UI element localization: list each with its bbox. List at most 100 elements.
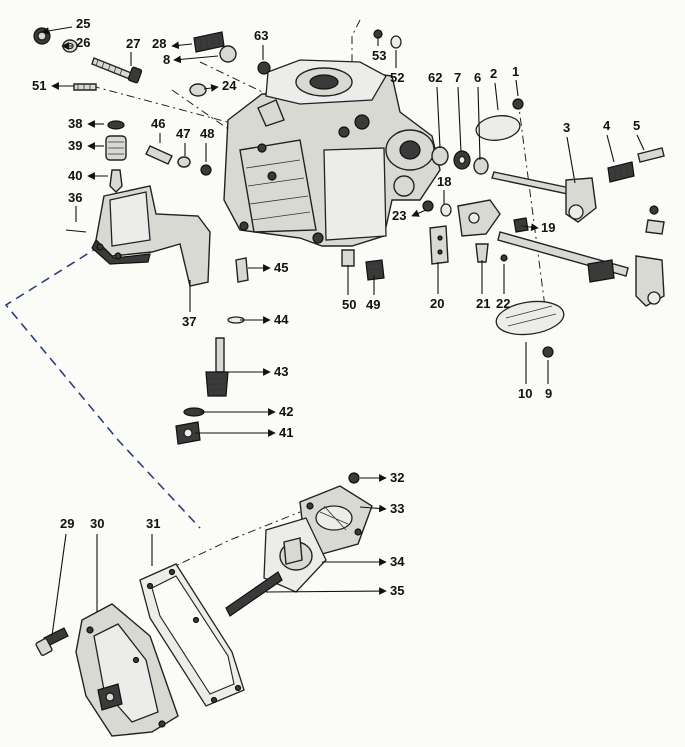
jet-63 xyxy=(257,61,271,75)
callout-label-22: 22 xyxy=(496,296,510,311)
callout-leader-2 xyxy=(494,82,499,111)
screw-27 xyxy=(91,57,143,84)
callout-label-25: 25 xyxy=(76,16,90,31)
callout-label-5: 5 xyxy=(633,118,640,133)
callout-leader-6 xyxy=(477,86,481,161)
pump-parts-46-47-48 xyxy=(145,145,212,176)
callout-label-44: 44 xyxy=(274,312,289,327)
callout-label-50: 50 xyxy=(342,297,356,312)
callout-label-3: 3 xyxy=(563,120,570,135)
callout-leader-33 xyxy=(359,504,387,513)
screw-25 xyxy=(33,27,51,45)
callout-leader-29 xyxy=(51,533,67,637)
bowl-cover-30 xyxy=(75,603,179,737)
screw-51 xyxy=(73,83,97,91)
callout-label-4: 4 xyxy=(603,118,611,133)
spring-28 xyxy=(193,31,225,53)
callout-label-39: 39 xyxy=(68,138,82,153)
needle-valve-seat-39 xyxy=(105,135,127,161)
callout-label-6: 6 xyxy=(474,70,481,85)
throttle-axis-line xyxy=(517,99,549,331)
callout-leader-19 xyxy=(521,223,539,231)
callout-label-7: 7 xyxy=(454,70,461,85)
callout-label-28: 28 xyxy=(152,36,166,51)
choke-plate-2 xyxy=(475,115,521,141)
callout-label-43: 43 xyxy=(274,364,288,379)
callout-label-24: 24 xyxy=(222,78,237,93)
callout-label-52: 52 xyxy=(390,70,404,85)
callout-label-45: 45 xyxy=(274,260,288,275)
gasket-38 xyxy=(107,120,125,130)
float-pin-36 xyxy=(65,229,87,233)
diaphragm-34 xyxy=(263,517,327,593)
callout-leader-1 xyxy=(515,79,519,97)
callout-label-1: 1 xyxy=(512,64,519,79)
float-assembly xyxy=(91,185,211,287)
callout-label-40: 40 xyxy=(68,168,82,183)
callout-leader-28 xyxy=(171,41,193,50)
callout-label-48: 48 xyxy=(200,126,214,141)
choke-shaft-group xyxy=(431,98,665,223)
callout-label-34: 34 xyxy=(390,554,405,569)
callout-label-49: 49 xyxy=(366,297,380,312)
jet-stack xyxy=(175,257,249,445)
callout-label-19: 19 xyxy=(541,220,555,235)
jets-49-50 xyxy=(341,249,385,281)
callout-label-46: 46 xyxy=(151,116,165,131)
screw-29 xyxy=(35,627,69,656)
callout-label-27: 27 xyxy=(126,36,140,51)
callout-leader-4 xyxy=(606,134,615,163)
callout-leader-23 xyxy=(411,209,427,217)
needle-valve-40 xyxy=(109,169,123,193)
washer-52 xyxy=(390,35,402,49)
callout-label-2: 2 xyxy=(490,66,497,81)
callout-label-42: 42 xyxy=(279,404,293,419)
callout-label-33: 33 xyxy=(390,501,404,516)
callout-label-38: 38 xyxy=(68,116,82,131)
callout-leader-24 xyxy=(203,84,219,92)
callout-label-21: 21 xyxy=(476,296,490,311)
plug-8 xyxy=(219,45,237,63)
callout-label-23: 23 xyxy=(392,208,406,223)
callout-label-20: 20 xyxy=(430,296,444,311)
callout-label-41: 41 xyxy=(279,425,293,440)
callout-label-10: 10 xyxy=(518,386,532,401)
throttle-plate-10 xyxy=(495,300,565,336)
callout-label-35: 35 xyxy=(390,583,404,598)
assembly-dashed-guide xyxy=(4,245,201,529)
callout-label-62: 62 xyxy=(428,70,442,85)
callout-label-51: 51 xyxy=(32,78,46,93)
spring-35 xyxy=(225,571,283,617)
callout-label-29: 29 xyxy=(60,516,74,531)
callout-label-26: 26 xyxy=(76,35,90,50)
callout-label-18: 18 xyxy=(437,174,451,189)
callout-label-9: 9 xyxy=(545,386,552,401)
callout-leader-62 xyxy=(436,86,441,149)
callout-leader-5 xyxy=(636,134,645,151)
callout-leader-7 xyxy=(457,86,462,153)
callout-label-36: 36 xyxy=(68,190,82,205)
callout-leader-35 xyxy=(265,587,387,595)
callout-leader-3 xyxy=(566,136,576,184)
plug-24 xyxy=(189,83,207,97)
callout-label-8: 8 xyxy=(163,52,170,67)
callout-label-47: 47 xyxy=(176,126,190,141)
linkage-parts xyxy=(422,199,529,265)
screw-32 xyxy=(348,472,360,484)
callout-label-31: 31 xyxy=(146,516,160,531)
callout-label-53: 53 xyxy=(372,48,386,63)
screw-53 xyxy=(373,29,383,39)
callout-label-32: 32 xyxy=(390,470,404,485)
carburetor-main-body xyxy=(223,59,441,247)
diaphragm-axis-line xyxy=(149,511,301,579)
callout-leader-8 xyxy=(173,55,219,64)
callout-label-63: 63 xyxy=(254,28,268,43)
callout-leader-25 xyxy=(41,26,73,35)
callout-label-37: 37 xyxy=(182,314,196,329)
gasket-31 xyxy=(139,563,245,707)
throttle-shaft-group xyxy=(495,205,665,358)
callout-label-30: 30 xyxy=(90,516,104,531)
